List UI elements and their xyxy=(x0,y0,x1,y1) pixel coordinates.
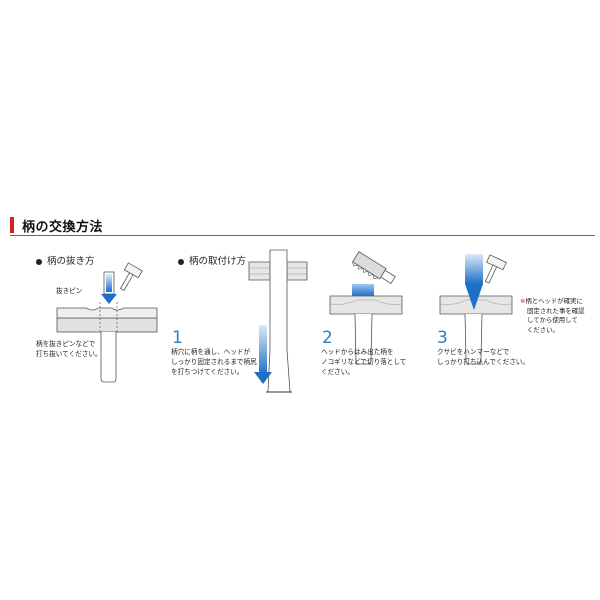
step2-head xyxy=(329,295,403,315)
note-mark: ※ xyxy=(520,297,526,305)
step1-arrow-head xyxy=(254,372,272,384)
step1-arrow-shaft xyxy=(259,325,267,375)
removal-arrow-head xyxy=(101,294,117,304)
step2-protruding-handle xyxy=(352,284,374,296)
step1-figure xyxy=(248,249,308,393)
section-header: 柄の交換方法 xyxy=(10,214,595,236)
step2-figure xyxy=(329,251,403,365)
step3-caption: クサビをハンマーなどで しっかり打ち込んでください。 xyxy=(437,348,529,366)
removal-heading: 柄の抜き方 xyxy=(36,253,95,267)
step3-head xyxy=(439,295,513,315)
step3-figure xyxy=(439,254,513,365)
step3-arrow-shaft xyxy=(465,254,483,284)
header-accent-bar xyxy=(10,217,14,233)
wedge-icon xyxy=(465,284,483,310)
step1-number: 1 xyxy=(172,328,183,348)
pin-label: 抜きピン xyxy=(56,287,83,295)
step3-hammer-icon xyxy=(484,254,507,284)
step2-handle xyxy=(354,313,373,365)
removal-figure xyxy=(56,262,158,383)
removal-caption: 柄を抜きピンなどで 打ち抜いてください。 xyxy=(36,340,102,358)
step1-caption: 柄穴に柄を通し、ヘッドが しっかり固定されるまで柄尻 を打ちつけてください。 xyxy=(171,348,257,376)
safety-note: ※柄とヘッドが確実に 固定された事を確認 してから使用して ください。 xyxy=(520,297,585,334)
bullet-icon xyxy=(36,258,42,265)
page-title: 柄の交換方法 xyxy=(22,220,104,235)
removal-handle xyxy=(100,332,117,383)
removal-title: 柄の抜き方 xyxy=(47,256,95,267)
mounting-title: 柄の取付け方 xyxy=(189,256,247,267)
step3-number: 3 xyxy=(437,328,448,348)
removal-hammer-icon xyxy=(119,262,143,291)
removal-arrow-shaft xyxy=(106,274,112,292)
saw-icon xyxy=(352,251,396,285)
step2-caption: ヘッドからはみ出た柄を ノコギリなどで切り落として ください。 xyxy=(321,348,407,376)
header-rule xyxy=(10,235,595,236)
removal-base-plate xyxy=(56,317,158,333)
mounting-heading: 柄の取付け方 xyxy=(178,253,246,267)
step1-handle xyxy=(267,249,291,393)
removal-head xyxy=(56,307,158,319)
bullet-icon xyxy=(178,258,184,265)
step2-number: 2 xyxy=(322,328,333,348)
step3-handle xyxy=(464,313,483,365)
